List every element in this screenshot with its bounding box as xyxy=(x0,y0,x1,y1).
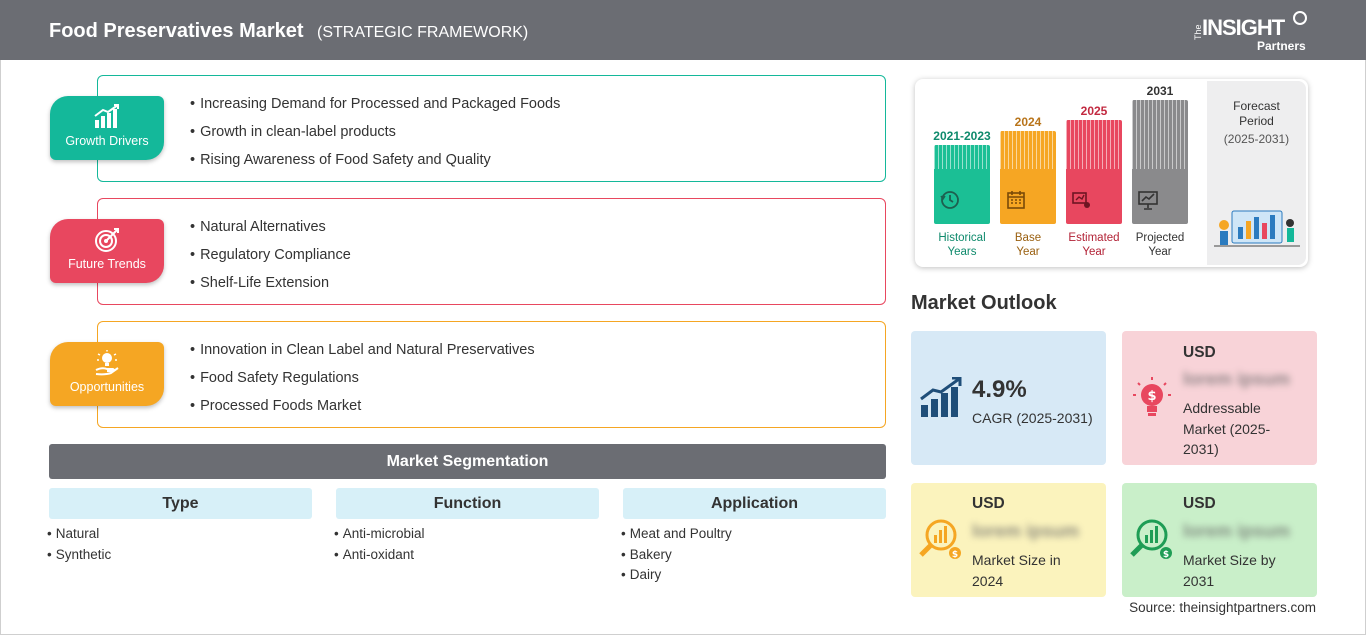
size-2031-value-blurred: lorem ipsum xyxy=(1183,521,1291,541)
bar-stripes xyxy=(934,145,990,169)
timeline-year-label: 2021-2023 xyxy=(933,129,991,143)
list-item: Bakery xyxy=(621,547,732,568)
bar-growth-icon xyxy=(920,377,962,417)
opportunities-list: Innovation in Clean Label and Natural Pr… xyxy=(190,341,535,425)
timeline-bar-2024 xyxy=(1000,131,1056,224)
list-item: Anti-microbial xyxy=(334,526,425,547)
segment-heading-application: Application xyxy=(623,488,886,519)
market-size-2031-card: $ USD lorem ipsum Market Size by 2031 xyxy=(1122,483,1317,597)
timeline-bar-2021-2023 xyxy=(934,145,990,224)
size-2031-label: Market Size by 2031 xyxy=(1183,552,1276,589)
svg-text:$: $ xyxy=(1163,550,1169,560)
future-trends-list: Natural Alternatives Regulatory Complian… xyxy=(190,218,351,302)
lightbulb-hand-icon xyxy=(95,350,119,376)
bar-stripes xyxy=(1000,131,1056,169)
magnifier-chart-icon: $ xyxy=(1130,519,1172,560)
list-item: Increasing Demand for Processed and Pack… xyxy=(190,95,560,123)
bar-stripes xyxy=(1066,120,1122,169)
opportunities-tag: Opportunities xyxy=(50,342,164,406)
future-trends-box: Natural Alternatives Regulatory Complian… xyxy=(97,198,886,305)
svg-text:$: $ xyxy=(1147,389,1156,404)
header-bar: Food Preservatives Market (STRATEGIC FRA… xyxy=(0,0,1366,60)
list-item: Innovation in Clean Label and Natural Pr… xyxy=(190,341,535,369)
page-subtitle: (STRATEGIC FRAMEWORK) xyxy=(317,24,529,41)
list-item: Processed Foods Market xyxy=(190,397,535,425)
market-size-2024-card: $ USD lorem ipsum Market Size in 2024 xyxy=(911,483,1106,597)
future-trends-label: Future Trends xyxy=(68,257,146,271)
timeline-year-label: 2031 xyxy=(1146,84,1174,98)
list-item: Synthetic xyxy=(47,547,112,568)
addressable-value-blurred: lorem ipsum xyxy=(1183,369,1291,389)
page-title: Food Preservatives Market xyxy=(49,20,304,42)
logo-insight-text: INSIGHT xyxy=(1202,15,1285,40)
forecast-period-title: Forecast Period xyxy=(1233,99,1280,128)
list-item: Dairy xyxy=(621,567,732,588)
list-item: Anti-oxidant xyxy=(334,547,425,568)
insight-partners-logo[interactable]: The INSIGHT Partners xyxy=(1190,10,1320,54)
timeline-caption-line: Year xyxy=(1082,246,1106,258)
list-item: Rising Awareness of Food Safety and Qual… xyxy=(190,151,560,179)
magnifier-chart-icon: $ xyxy=(919,519,961,560)
timeline-caption-line: Year xyxy=(1016,246,1040,258)
timeline-caption-line: Years xyxy=(947,246,977,258)
lightbulb-dollar-icon: $ xyxy=(1133,377,1171,416)
list-item: Shelf-Life Extension xyxy=(190,274,351,302)
list-item: Meat and Poultry xyxy=(621,526,732,547)
segment-heading-function: Function xyxy=(336,488,599,519)
size-2024-label: Market Size in 2024 xyxy=(972,552,1061,589)
growth-drivers-label: Growth Drivers xyxy=(65,134,149,148)
list-item: Natural Alternatives xyxy=(190,218,351,246)
analytics-illustration-icon xyxy=(1214,210,1300,247)
segment-list-application: Meat and Poultry Bakery Dairy xyxy=(621,526,732,588)
cagr-card: 4.9% CAGR (2025-2031) xyxy=(911,331,1106,465)
segment-list-type: Natural Synthetic xyxy=(47,526,112,568)
list-item: Food Safety Regulations xyxy=(190,369,535,397)
addressable-market-card: $ USD lorem ipsum Addressable Market (20… xyxy=(1122,331,1317,465)
timeline-bar-2031 xyxy=(1132,100,1188,224)
segment-heading-type: Type xyxy=(49,488,312,519)
growth-drivers-tag: Growth Drivers xyxy=(50,96,164,160)
logo-ring-icon xyxy=(1293,11,1307,25)
size-2031-usd-label: USD xyxy=(1183,495,1216,512)
opportunities-box: Innovation in Clean Label and Natural Pr… xyxy=(97,321,886,428)
growth-drivers-list: Increasing Demand for Processed and Pack… xyxy=(190,95,560,179)
svg-text:$: $ xyxy=(952,550,958,560)
bar-stripes xyxy=(1132,100,1188,169)
cagr-label: CAGR (2025-2031) xyxy=(972,410,1093,426)
timeline-year-label: 2025 xyxy=(1080,104,1108,118)
cagr-value: 4.9% xyxy=(972,376,1027,403)
timeline-caption-line: Base xyxy=(1014,232,1042,244)
future-trends-tag: Future Trends xyxy=(50,219,164,283)
market-segmentation-title: Market Segmentation xyxy=(49,444,886,479)
size-2024-value-blurred: lorem ipsum xyxy=(972,521,1080,541)
target-icon xyxy=(95,228,119,252)
addressable-usd-label: USD xyxy=(1183,344,1216,361)
list-item: Natural xyxy=(47,526,111,547)
forecast-period-range: (2025-2031) xyxy=(1223,132,1290,146)
timeline-year-label: 2024 xyxy=(1014,115,1042,129)
timeline-bar-2025 xyxy=(1066,120,1122,224)
timeline-caption-line: Projected xyxy=(1135,232,1185,244)
timeline-caption-line: Historical xyxy=(938,232,986,244)
source-credit: Source: theinsightpartners.com xyxy=(1129,600,1316,615)
list-item: Growth in clean-label products xyxy=(190,123,560,151)
growth-drivers-box: Increasing Demand for Processed and Pack… xyxy=(97,75,886,182)
market-outlook-title: Market Outlook xyxy=(911,292,1057,314)
opportunities-label: Opportunities xyxy=(69,380,145,394)
segment-list-function: Anti-microbial Anti-oxidant xyxy=(334,526,425,567)
timeline-caption-line: Year xyxy=(1148,246,1172,258)
addressable-label: Addressable Market (2025- 2031) xyxy=(1183,400,1271,457)
logo-partners-text: Partners xyxy=(1257,39,1306,53)
size-2024-usd-label: USD xyxy=(972,495,1005,512)
timeline-caption-line: Estimated xyxy=(1068,232,1120,244)
list-item: Regulatory Compliance xyxy=(190,246,351,274)
growth-chart-icon xyxy=(94,104,119,128)
